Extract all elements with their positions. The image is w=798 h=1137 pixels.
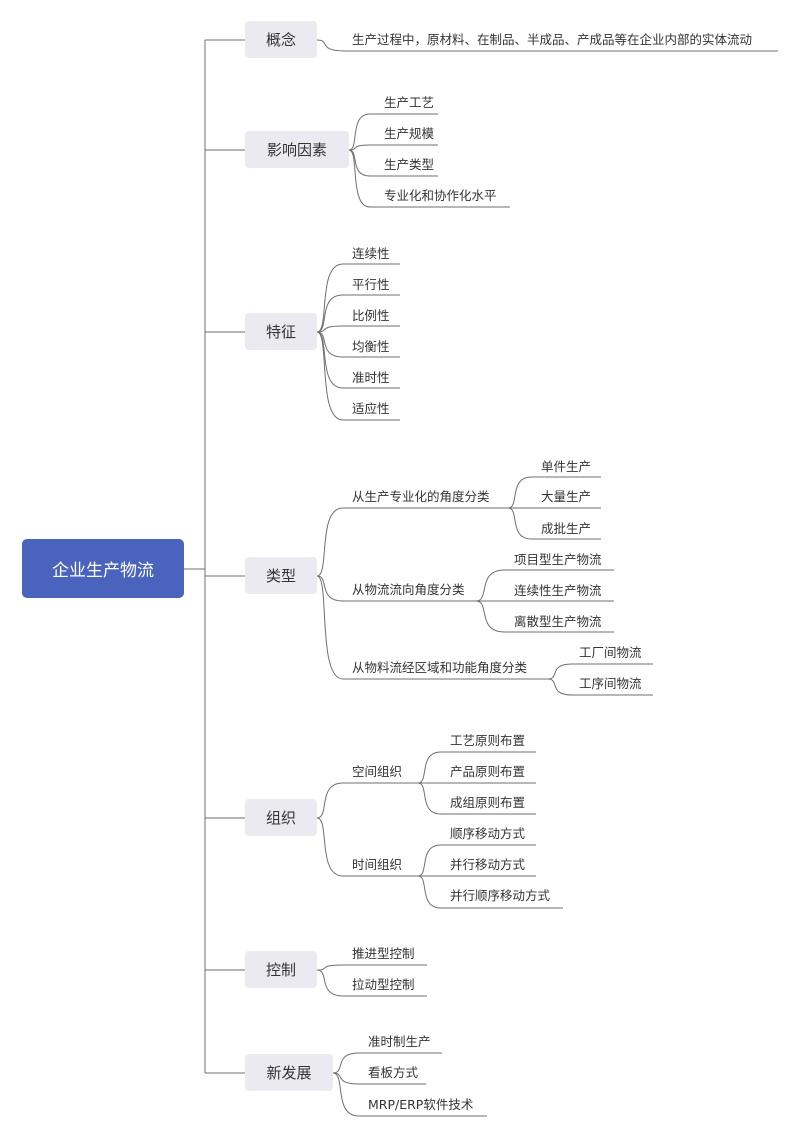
subtopic-type[interactable]: 从生产专业化的角度分类 [352, 489, 490, 504]
branch-connector [316, 331, 400, 358]
leaf-type[interactable]: 项目型生产物流 [514, 552, 602, 567]
branch-connector [475, 569, 614, 602]
branch-concept[interactable]: 概念 [245, 21, 317, 58]
branch-connector [475, 600, 614, 633]
leaf-feature[interactable]: 适应性 [352, 401, 390, 416]
root-node[interactable]: 企业生产物流 [22, 539, 184, 598]
branch-label: 类型 [265, 567, 296, 585]
branch-control[interactable]: 控制 [245, 951, 317, 988]
leaf-factor[interactable]: 生产类型 [384, 157, 435, 172]
leaf-new-development[interactable]: 看板方式 [368, 1065, 419, 1080]
branch-connector [316, 969, 427, 997]
branch-connector [316, 507, 508, 577]
leaf-type[interactable]: 工序间物流 [579, 676, 642, 691]
leaf-type[interactable]: 大量生产 [541, 489, 592, 504]
branch-connector [507, 507, 601, 540]
leaf-feature[interactable]: 平行性 [352, 277, 390, 292]
leaf-control[interactable]: 推进型控制 [352, 946, 415, 961]
branch-label: 影响因素 [266, 141, 327, 159]
subtopic-type[interactable]: 从物流流向角度分类 [352, 582, 465, 597]
branch-factors[interactable]: 影响因素 [245, 131, 349, 168]
leaf-type[interactable]: 连续性生产物流 [514, 583, 602, 598]
branch-label: 概念 [265, 31, 296, 49]
subtopic-organization[interactable]: 时间组织 [352, 857, 403, 872]
branch-connector [332, 1052, 442, 1074]
leaf-feature[interactable]: 比例性 [352, 308, 390, 323]
leaf-feature[interactable]: 准时性 [352, 370, 390, 385]
branch-connector [348, 144, 438, 151]
branch-features[interactable]: 特征 [245, 313, 317, 350]
branch-connector [348, 113, 438, 151]
leaf-factor[interactable]: 生产工艺 [384, 95, 435, 110]
leaf-type[interactable]: 成批生产 [541, 521, 592, 536]
branch-label: 控制 [265, 961, 296, 979]
leaf-control[interactable]: 拉动型控制 [352, 977, 415, 992]
branch-new-development[interactable]: 新发展 [245, 1054, 333, 1091]
leaf-factor[interactable]: 生产规模 [384, 126, 435, 141]
branch-connector [417, 844, 536, 877]
branch-connector [316, 575, 476, 602]
leaf-factor[interactable]: 专业化和协作化水平 [384, 188, 497, 203]
branch-connector [417, 782, 536, 815]
leaf-organization[interactable]: 并行顺序移动方式 [450, 888, 551, 903]
branch-label: 组织 [265, 809, 296, 827]
leaf-concept-definition[interactable]: 生产过程中，原材料、在制品、半成品、产成品等在企业内部的实体流动 [352, 32, 753, 47]
leaf-type[interactable]: 离散型生产物流 [514, 614, 602, 629]
leaf-feature[interactable]: 连续性 [352, 246, 390, 261]
leaf-organization[interactable]: 工艺原则布置 [450, 733, 526, 748]
branch-organization[interactable]: 组织 [245, 799, 317, 836]
leaf-type[interactable]: 工厂间物流 [579, 645, 642, 660]
leaf-organization[interactable]: 并行移动方式 [450, 857, 526, 872]
branch-connector [316, 325, 400, 333]
branch-connector [316, 782, 418, 819]
branch-label: 特征 [265, 323, 296, 341]
root-label: 企业生产物流 [52, 561, 154, 581]
branch-connector [316, 575, 548, 680]
branch-connector [417, 875, 563, 909]
branch-connector [547, 663, 653, 680]
leaf-type[interactable]: 单件生产 [541, 459, 592, 474]
branch-connector [316, 817, 418, 877]
leaf-organization[interactable]: 顺序移动方式 [450, 826, 526, 841]
leaf-new-development[interactable]: 准时制生产 [368, 1034, 431, 1049]
branch-connector [316, 294, 400, 333]
branch-connector [417, 751, 536, 784]
branch-connector [316, 263, 400, 333]
branch-types[interactable]: 类型 [245, 557, 317, 594]
leaf-organization[interactable]: 成组原则布置 [450, 795, 526, 810]
branch-connector [332, 1072, 487, 1117]
leaf-new-development[interactable]: MRP/ERP软件技术 [368, 1097, 474, 1112]
branch-connector [547, 678, 653, 696]
branch-connector [507, 476, 601, 509]
leaf-organization[interactable]: 产品原则布置 [450, 764, 526, 779]
branch-connector [316, 964, 427, 971]
leaf-feature[interactable]: 均衡性 [352, 339, 390, 354]
branch-connector [332, 1072, 426, 1085]
subtopic-organization[interactable]: 空间组织 [352, 764, 403, 779]
branch-connector [316, 39, 778, 52]
subtopic-type[interactable]: 从物料流经区域和功能角度分类 [352, 660, 528, 675]
branch-connector [348, 149, 510, 208]
branch-connector [316, 331, 400, 421]
branch-label: 新发展 [266, 1064, 312, 1082]
